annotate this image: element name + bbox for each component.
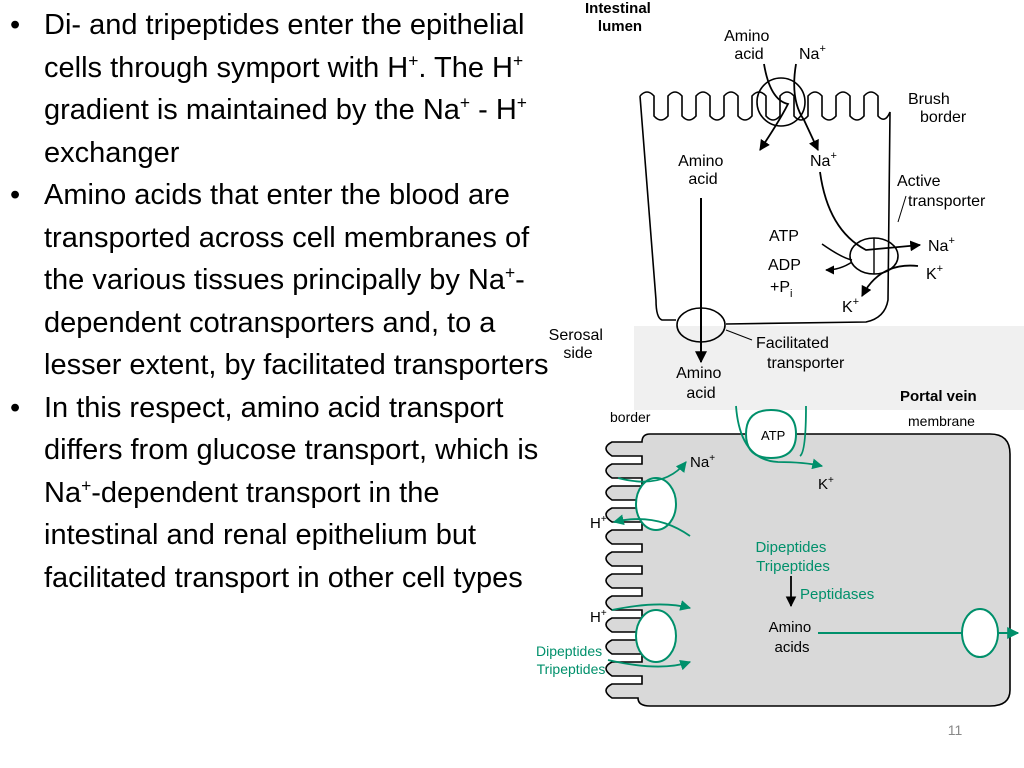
svg-text:Dipeptides Tripeptides: Dipeptides Tripeptides <box>536 643 606 677</box>
adp-arrow <box>825 261 853 275</box>
h-out-arrow <box>612 514 691 537</box>
portal-vein-panel <box>634 326 1024 410</box>
slide-number: 11 <box>947 722 963 738</box>
bullet-item: •Di- and tripeptides enter the epithelia… <box>4 4 549 174</box>
svg-text:Amino acid: Amino acid <box>678 153 728 188</box>
facilitated-transporter-label: Facilitated <box>756 335 829 352</box>
bullet-item: •Amino acids that enter the blood are tr… <box>4 174 549 387</box>
dipeptides-in-label: Dipeptides <box>755 539 826 556</box>
k-in-arrow <box>861 264 919 297</box>
brush-border-label: Brush <box>908 91 950 108</box>
peptide-in-arrow <box>607 659 692 671</box>
amino-acid-in-label: Amino <box>724 28 769 45</box>
na-symporter <box>756 77 806 127</box>
border-label: border <box>610 409 651 425</box>
h-plus-label-2: H+ <box>590 608 607 626</box>
atp-label: ATP <box>769 228 799 245</box>
amino-acid-blood-label: Amino <box>676 365 721 382</box>
membrane-label: membrane <box>908 413 975 429</box>
svg-text:Amino acid: Amino acid <box>724 28 774 63</box>
svg-text:Intestinal lumen: Intestinal lumen <box>585 0 655 35</box>
na-cell-label: Na+ <box>810 150 837 170</box>
svg-text:Brush border: Brush border <box>908 91 967 126</box>
na-h-exchanger <box>635 477 677 531</box>
basolateral-transporter <box>961 608 999 658</box>
na-in-label: Na+ <box>799 43 826 63</box>
svg-text:Facilitated transporter: Facilitated transporter <box>756 335 845 372</box>
amino-acid-entry-arrow <box>759 63 790 151</box>
dipeptides-lumen-label: Dipeptides <box>536 643 602 659</box>
epithelial-cell-outline <box>639 91 891 325</box>
na-exchange-arrow <box>617 461 687 483</box>
svg-text:Amino acids: Amino acids <box>769 619 816 656</box>
portal-vein-label: Portal vein <box>900 388 977 405</box>
top-diagram: Intestinal lumen Amino acid Na+ Brush bo… <box>549 0 1024 410</box>
amino-acid-cell-label: Amino <box>678 153 723 170</box>
bullet-item: •In this respect, amino acid transport d… <box>4 387 549 600</box>
adp-label: ADP <box>768 257 801 274</box>
bullet-dot: • <box>10 179 21 211</box>
na-entry-arrow <box>793 63 819 151</box>
na-pump-arrow <box>799 405 807 457</box>
svg-text:Serosal side: Serosal side <box>549 327 608 362</box>
k-bottom-label: K+ <box>818 475 834 493</box>
serosal-side-label: Serosal <box>549 327 603 344</box>
amino-acids-label: Amino <box>769 619 812 636</box>
bullet-list: •Di- and tripeptides enter the epithelia… <box>4 4 549 599</box>
peptidases-label: Peptidases <box>800 586 874 603</box>
bullet-dot: • <box>10 9 21 41</box>
na-out-arrow <box>819 171 922 252</box>
peptide-symporter <box>635 609 677 663</box>
k-in-label: K+ <box>842 296 859 316</box>
svg-text:Amino acid: Amino acid <box>676 365 726 402</box>
atp-bottom-label: ATP <box>761 428 785 443</box>
atp-arrow <box>821 243 853 261</box>
pi-label: +Pi <box>770 279 792 300</box>
k-out-label: K+ <box>926 263 943 283</box>
h-plus-label-1: H+ <box>590 514 607 532</box>
na-bottom-label: Na+ <box>690 453 715 471</box>
h-in-arrow <box>611 600 692 611</box>
intestinal-lumen-label: Intestinal <box>585 0 651 17</box>
k-arrow <box>735 405 824 470</box>
svg-text:Dipeptides Tripeptides: Dipeptides Tripeptides <box>755 539 830 575</box>
cell-body <box>605 433 1011 707</box>
svg-text:Active transporter: Active transporter <box>897 173 986 210</box>
bottom-diagram: border membrane ATP Na+ K+ H+ H+ Dipepti… <box>536 405 1020 707</box>
active-transporter-label: Active <box>897 173 941 190</box>
bullet-dot: • <box>10 391 21 424</box>
na-out-label: Na+ <box>928 235 955 255</box>
